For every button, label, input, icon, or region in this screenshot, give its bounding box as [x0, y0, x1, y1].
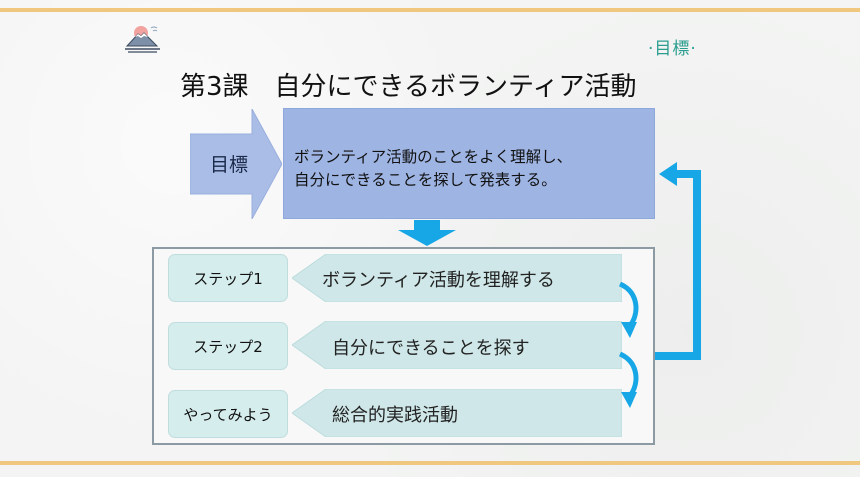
loop-back-arrow-icon [655, 162, 701, 360]
goal-label: 目標 [209, 154, 248, 176]
page-title: 第3課 自分にできるボランティア活動 [180, 72, 637, 102]
step-1-label: ステップ1 [168, 254, 288, 302]
step-1-banner [292, 254, 622, 302]
goal-text: ボランティア活動のことをよく理解し、 自分にできることを探して発表する。 [294, 146, 654, 192]
step-3-label: やってみよう [168, 390, 288, 438]
curved-arrow-icon [618, 282, 639, 338]
goal-box [283, 108, 655, 219]
step-2-banner [292, 321, 622, 369]
top-rule [0, 8, 860, 12]
mount-fuji-sun-icon [125, 26, 160, 53]
step-2-text: 自分にできることを探す [332, 338, 530, 359]
down-arrow-icon [398, 220, 456, 246]
goal-text-line2: 自分にできることを探して発表する。 [294, 171, 557, 189]
curved-arrow-icon [618, 352, 639, 408]
bottom-rule [0, 461, 860, 465]
step-3-banner [292, 389, 622, 437]
step-2-label: ステップ2 [168, 322, 288, 370]
goal-arrow-shape [190, 109, 282, 219]
step-1-text: ボランティア活動を理解する [322, 270, 555, 291]
goal-text-line1: ボランティア活動のことをよく理解し、 [294, 148, 573, 166]
step-3-text: 総合的実践活動 [332, 405, 458, 426]
section-tag: ·目標· [648, 39, 697, 59]
